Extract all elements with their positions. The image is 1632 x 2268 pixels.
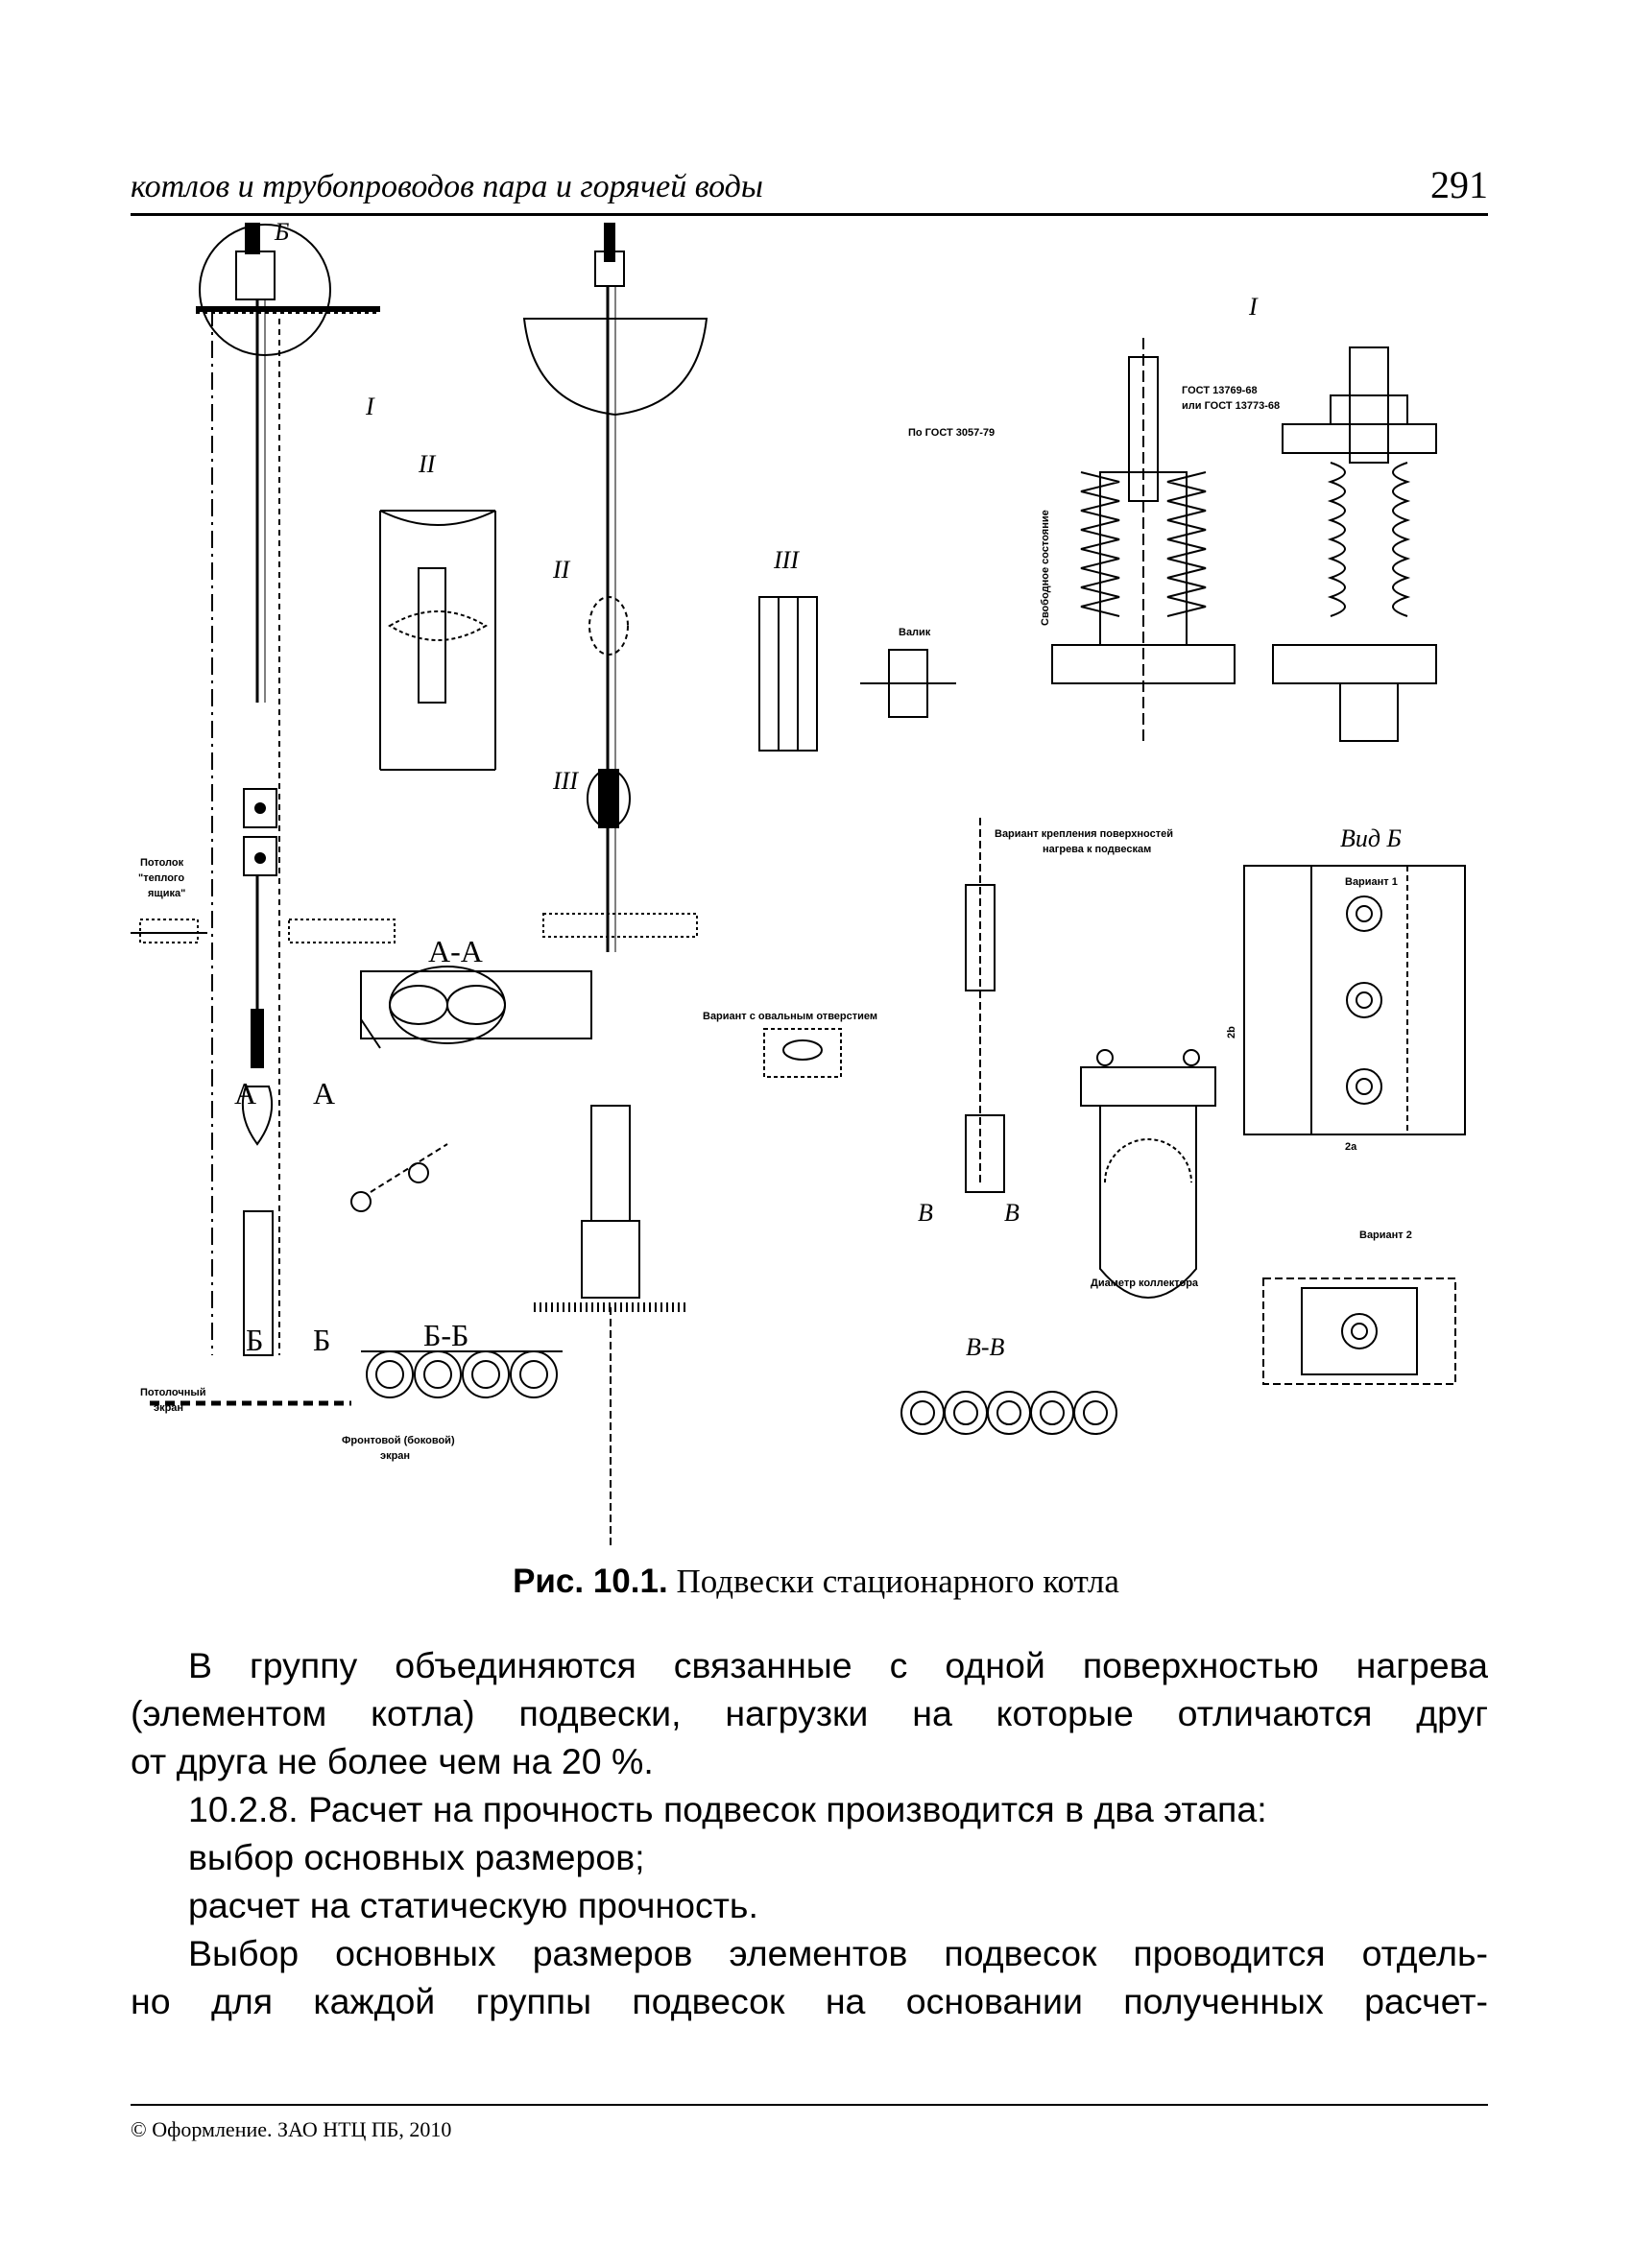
label-aa: А-А (428, 934, 483, 968)
body-line-2: (элементом котла) подвески, нагрузки на … (131, 1693, 1488, 1733)
running-title: котлов и трубопроводов пара и горячей во… (131, 169, 763, 204)
label-gost2: или ГОСТ 13773-68 (1182, 400, 1280, 412)
body-line-3: от друга не более чем на 20 %. (131, 1741, 654, 1781)
label-frontovoi: Фронтовой (боковой) (342, 1435, 455, 1446)
label-i-top: I (1248, 293, 1259, 321)
label-variant-oval: Вариант с овальным отверстием (703, 1011, 877, 1022)
figure-drawing: Б I II II III III I Вид Б В-В В В А-А А … (131, 218, 1466, 1547)
label-b-left: Б (246, 1323, 263, 1357)
label-variant-attach: Вариант крепления поверхностей (995, 828, 1173, 840)
footer-copyright: © Оформление. ЗАО НТЦ ПБ, 2010 (131, 2117, 452, 2141)
body-line-1: В группу объединяются связанные с одной … (188, 1645, 1488, 1685)
figure-boiler-hangers: Б I II II III III I Вид Б В-В В В А-А А … (131, 218, 1488, 1547)
label-variant2: Вариант 2 (1359, 1229, 1412, 1241)
label-v-left: В (918, 1199, 933, 1227)
label-bb: Б-Б (423, 1318, 468, 1352)
label-v-right: В (1004, 1199, 1020, 1227)
caption-prefix: Рис. 10.1. (513, 1563, 668, 1600)
label-vv: В-В (966, 1333, 1005, 1361)
body-line-6: расчет на статическую прочность. (188, 1885, 758, 1925)
section-bb-tubes (361, 1350, 563, 1398)
label-free-state: Свободное состояние (1040, 510, 1051, 626)
body-line-4: 10.2.8. Расчет на прочность подвесок про… (188, 1789, 1267, 1829)
label-gost3: По ГОСТ 3057-79 (908, 427, 995, 439)
caption-text: Подвески стационарного котла (676, 1563, 1119, 1600)
label-ekran: экран (154, 1402, 183, 1414)
label-valik: Валик (899, 627, 931, 638)
page-number: 291 (1430, 163, 1488, 206)
body-text: В группу объединяются связанные с одной … (131, 1641, 1488, 2025)
label-2a: 2a (1345, 1141, 1357, 1153)
label-gost1: ГОСТ 13769-68 (1182, 385, 1258, 396)
label-iii-mid: III (552, 767, 579, 795)
label-a-left: А (234, 1076, 256, 1110)
label-potolok: Потолок (140, 857, 184, 869)
label-b-right: Б (313, 1323, 330, 1357)
body-line-8: но для каждой группы подвесок на основан… (131, 1981, 1488, 2021)
figure-caption: Рис. 10.1. Подвески стационарного котла (0, 1563, 1632, 1601)
label-potolochnyi: Потолочный (140, 1387, 206, 1398)
label-i-left: I (365, 393, 375, 420)
label-ii-mid: II (552, 556, 571, 584)
body-line-5: выбор основных размеров; (188, 1837, 645, 1877)
page-header: котлов и трубопроводов пара и горячей во… (131, 163, 1488, 216)
label-variant-attach2: нагрева к подвескам (1043, 844, 1151, 855)
label-iii: III (773, 546, 800, 574)
body-line-7: Выбор основных размеров элементов подвес… (188, 1933, 1488, 1973)
label-b: Б (274, 223, 289, 246)
section-vv-tubes (900, 1391, 1117, 1435)
label-vid-b: Вид Б (1340, 824, 1402, 852)
footer-rule (131, 2104, 1488, 2106)
label-ekran2: экран (380, 1450, 410, 1462)
label-2b: 2b (1226, 1026, 1237, 1039)
label-teplyi: "теплого (138, 872, 184, 884)
label-yashik: ящика" (148, 888, 185, 899)
label-ii: II (418, 450, 437, 478)
label-a-right: А (313, 1076, 335, 1110)
label-variant1: Вариант 1 (1345, 876, 1398, 888)
label-diametr: Диаметр коллектора (1091, 1277, 1199, 1289)
